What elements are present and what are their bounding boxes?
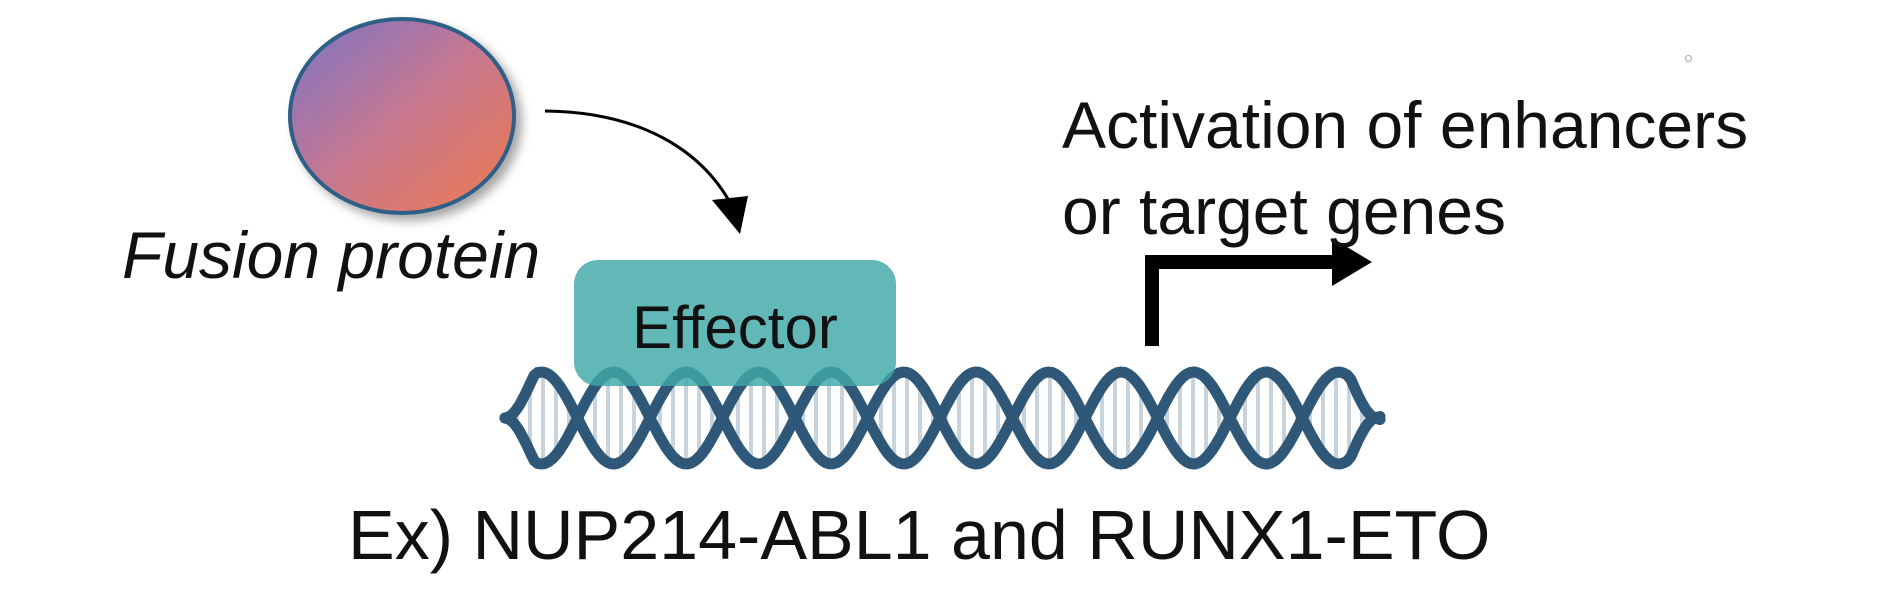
activation-line-1: Activation of enhancers	[1062, 88, 1749, 162]
dna-helix	[499, 366, 1386, 470]
transcription-arrow	[1145, 255, 1340, 346]
transcription-arrowhead	[1332, 238, 1372, 286]
fusion-protein-label: Fusion protein	[122, 218, 541, 292]
binding-arrowhead	[712, 196, 748, 234]
dna-strand-b	[499, 366, 1386, 470]
effector-box: Effector	[574, 260, 896, 386]
stray-dot	[1685, 55, 1692, 62]
fusion-protein-oval	[288, 17, 516, 215]
activation-line-2: or target genes	[1062, 174, 1506, 248]
example-label: Ex) NUP214-ABL1 and RUNX1-ETO	[348, 496, 1491, 574]
effector-label: Effector	[632, 294, 838, 361]
binding-arrow	[544, 109, 737, 213]
activation-label: Activation of enhancers or target genes	[1062, 82, 1822, 254]
